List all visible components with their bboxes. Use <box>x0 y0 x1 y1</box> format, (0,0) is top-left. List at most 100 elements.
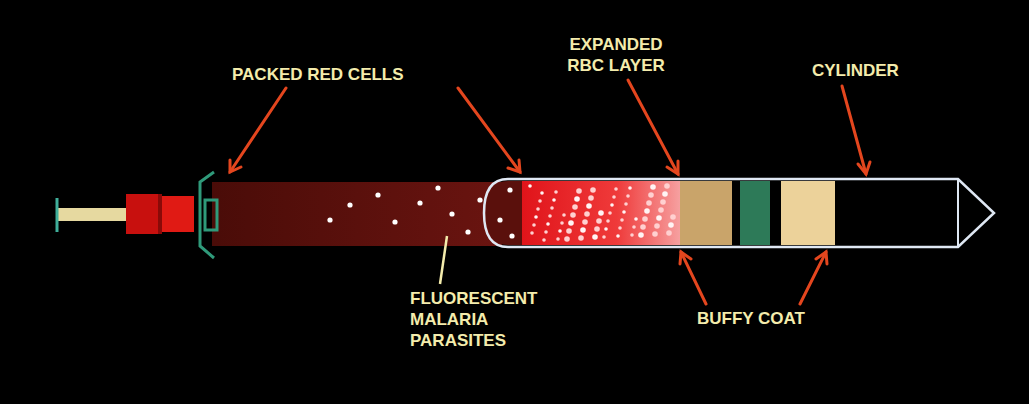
parasite-dot <box>670 214 676 220</box>
parasite-dot <box>666 230 672 236</box>
parasite-dot <box>544 230 548 234</box>
parasite-dot <box>634 217 638 221</box>
parasite-dot <box>548 214 552 218</box>
parasite-dot <box>572 204 578 210</box>
parasite-dot <box>658 207 664 213</box>
parasite-dot <box>664 183 670 189</box>
cap <box>162 196 194 232</box>
parasite-dot <box>638 232 644 238</box>
parasite-dot <box>556 237 560 241</box>
parasite-dot <box>534 215 538 219</box>
callout-label: FLUORESCENT MALARIA PARASITES <box>410 288 548 351</box>
parasite-dot <box>546 222 550 226</box>
parasite-dot <box>566 228 572 234</box>
expanded-rbc-layer <box>522 181 680 245</box>
seal <box>200 172 214 258</box>
parasite-dot <box>542 238 546 242</box>
callout-label: BUFFY COAT <box>697 308 805 329</box>
parasite-dot <box>562 213 566 217</box>
parasite-dot <box>530 231 534 235</box>
parasite-dot <box>580 227 586 233</box>
callout-label: CYLINDER <box>812 60 899 81</box>
parasite-dot <box>616 234 620 238</box>
parasite-dot <box>497 217 502 222</box>
leader-arrows <box>230 80 870 304</box>
parasite-dot <box>614 187 618 191</box>
parasite-dot <box>620 218 624 222</box>
callout-label: EXPANDED RBC LAYER <box>552 34 680 76</box>
cylinder-outline <box>957 179 959 247</box>
parasite-dot <box>507 187 512 192</box>
parasite-dot <box>640 224 646 230</box>
parasite-dot <box>477 197 482 202</box>
parasite-dot <box>417 200 422 205</box>
parasite-dot <box>586 203 592 209</box>
parasite-dot <box>654 223 660 229</box>
parasite-dot <box>628 186 632 190</box>
parasite-dot <box>606 219 610 223</box>
parasite-dot <box>660 199 666 205</box>
parasite-dot <box>594 226 600 232</box>
parasite-dot <box>626 194 630 198</box>
callout-label: PACKED RED CELLS <box>232 64 404 85</box>
parasite-dot <box>552 198 556 202</box>
parasite-dot <box>662 191 668 197</box>
parasite-dot <box>622 210 626 214</box>
parasite-dot <box>608 211 612 215</box>
parasite-dot <box>578 235 584 241</box>
parasite-dot <box>576 188 582 194</box>
parasite-dot <box>560 221 564 225</box>
parasite-dot <box>540 191 544 195</box>
parasite-dot <box>592 234 598 240</box>
parasite-dot <box>650 184 656 190</box>
parasite-dot <box>564 236 570 242</box>
parasite-dot <box>538 199 542 203</box>
parasite-dot <box>598 210 604 216</box>
parasite-dot <box>652 231 658 237</box>
buffy-layer <box>740 181 770 245</box>
parasite-dot <box>574 196 580 202</box>
cap <box>126 194 162 234</box>
parasite-dot <box>644 208 650 214</box>
cylinder-outline <box>484 179 994 247</box>
buffy-layer <box>781 181 835 245</box>
parasite-dot <box>509 233 514 238</box>
parasite-dot <box>588 195 594 201</box>
parasite-dot <box>656 215 662 221</box>
parasite-dot <box>604 227 608 231</box>
parasite-dot <box>570 212 576 218</box>
parasite-dot <box>668 222 674 228</box>
buffy-layer <box>680 181 732 245</box>
seal <box>205 200 217 230</box>
parasite-dot <box>642 216 648 222</box>
parasite-dot <box>435 185 440 190</box>
parasite-dot <box>536 207 540 211</box>
parasite-dot <box>624 202 628 206</box>
parasite-dot <box>375 192 380 197</box>
parasite-dot <box>618 226 622 230</box>
parasite-dot <box>550 206 554 210</box>
float-end <box>486 181 522 245</box>
parasite-dot <box>584 211 590 217</box>
parasite-dot <box>596 218 602 224</box>
parasite-dot <box>632 225 636 229</box>
parasite-dot <box>554 190 558 194</box>
rod <box>56 208 128 221</box>
parasite-dot <box>582 219 588 225</box>
rod-end <box>56 198 59 232</box>
parasite-dot <box>590 187 596 193</box>
parasite-dot <box>568 220 574 226</box>
cap-divider <box>158 194 162 234</box>
packed-red-cells <box>212 182 502 246</box>
parasite-dot <box>558 229 562 233</box>
parasite-dot <box>465 229 470 234</box>
parasite-dot <box>449 211 454 216</box>
parasite-dot <box>602 235 606 239</box>
parasite-dot <box>646 200 652 206</box>
parasite-dot <box>630 233 634 237</box>
leader-line <box>440 236 447 284</box>
parasite-dot <box>612 195 616 199</box>
parasite-dot <box>347 202 352 207</box>
parasite-dot <box>648 192 654 198</box>
